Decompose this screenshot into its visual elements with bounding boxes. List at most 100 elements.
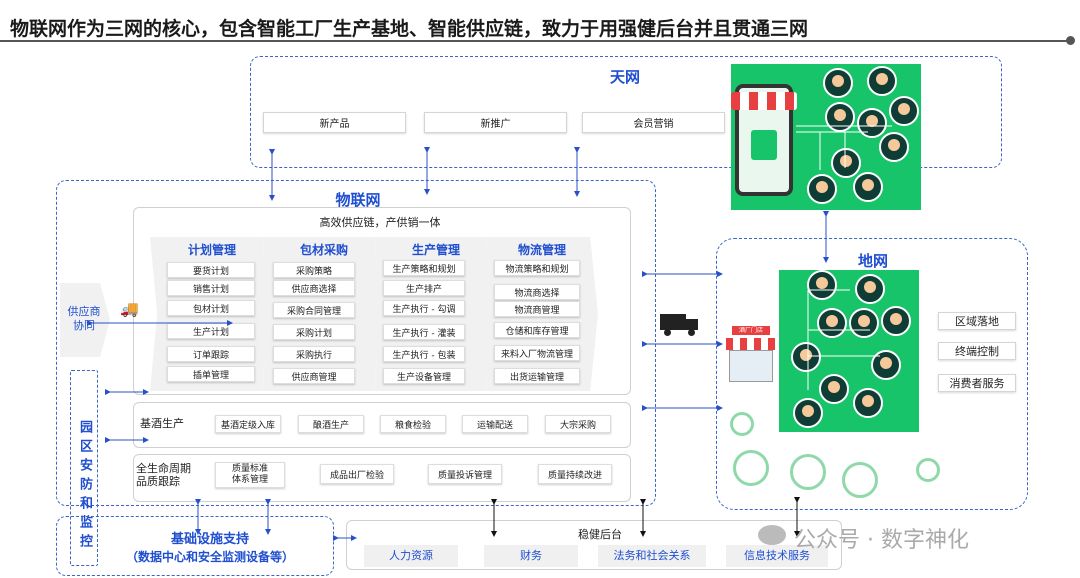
truck-wheel bbox=[664, 329, 671, 336]
person-icon bbox=[819, 374, 849, 404]
backend-box bbox=[346, 520, 842, 570]
person-icon bbox=[831, 148, 861, 178]
supplier-label: 供应商 协同 bbox=[67, 305, 101, 332]
store-icon: 酒厂门店 bbox=[726, 326, 776, 384]
shop-circle-icon bbox=[733, 450, 769, 486]
person-icon bbox=[853, 388, 883, 418]
backend-item: 信息技术服务 bbox=[726, 545, 828, 567]
column-item: 订单跟踪 bbox=[167, 346, 255, 362]
column-item: 仓储和库存管理 bbox=[494, 322, 580, 338]
infrastructure-line1: 基础设施支持 bbox=[170, 532, 249, 547]
person-icon bbox=[793, 398, 823, 428]
tianwang-zone bbox=[250, 56, 1002, 168]
tianwang-app-illustration bbox=[731, 64, 921, 210]
column-logistics-head: 物流管理 bbox=[517, 243, 566, 257]
shop-awning-icon bbox=[731, 92, 797, 110]
backend-item: 财务 bbox=[484, 545, 578, 567]
column-production-head: 生产管理 bbox=[411, 243, 460, 257]
column-item: 生产策略和规划 bbox=[383, 260, 465, 276]
store-body bbox=[729, 350, 773, 382]
contact-card-icon bbox=[751, 130, 777, 160]
truck-body bbox=[660, 314, 686, 330]
backend-item: 人力资源 bbox=[364, 545, 458, 567]
person-icon bbox=[879, 132, 909, 162]
diwang-item-consumer: 消费者服务 bbox=[938, 374, 1016, 392]
phone-icon bbox=[731, 84, 797, 196]
truck-icon: 🚚 bbox=[120, 300, 139, 318]
column-item: 生产执行 - 灌装 bbox=[383, 324, 465, 340]
column-item: 物流商管理 bbox=[494, 301, 580, 317]
diwang-store-illustration bbox=[779, 270, 919, 432]
column-plan-head: 计划管理 bbox=[187, 243, 236, 257]
column-item: 采购执行 bbox=[273, 346, 355, 362]
column-item: 供应商管理 bbox=[273, 368, 355, 384]
quality-item: 质量持续改进 bbox=[538, 464, 612, 484]
shop-circle-icon bbox=[842, 462, 878, 498]
person-icon bbox=[867, 66, 897, 96]
person-icon bbox=[853, 172, 883, 202]
quality-label: 全生命周期 品质跟踪 bbox=[136, 462, 191, 488]
column-item: 插单管理 bbox=[167, 366, 255, 382]
tianwang-item-member-marketing: 会员营销 bbox=[582, 112, 725, 133]
column-item: 要货计划 bbox=[167, 262, 255, 278]
column-item: 采购合同管理 bbox=[273, 302, 355, 318]
person-icon bbox=[791, 342, 821, 372]
diwang-item-region: 区域落地 bbox=[938, 312, 1016, 330]
title-underline bbox=[0, 40, 1072, 42]
column-item: 来料入厂物流管理 bbox=[494, 345, 580, 361]
page-title: 物联网作为三网的核心，包含智能工厂生产基地、智能供应链，致力于用强健后台并且贯通… bbox=[10, 18, 809, 40]
person-icon bbox=[889, 96, 919, 126]
watermark-text: 公众号 · 数字神化 bbox=[794, 528, 969, 553]
diwang-title: 地网 bbox=[857, 252, 888, 270]
person-icon bbox=[855, 274, 885, 304]
person-icon bbox=[817, 308, 847, 338]
column-item: 物流策略和规划 bbox=[494, 260, 580, 276]
column-item: 销售计划 bbox=[167, 280, 255, 296]
quality-item: 质量投诉管理 bbox=[428, 464, 502, 484]
backend-item: 法务和社会关系 bbox=[598, 545, 706, 567]
backend-title: 稳健后台 bbox=[578, 528, 622, 541]
base-wine-item: 运输配送 bbox=[462, 415, 528, 433]
shop-circle-icon bbox=[790, 454, 826, 490]
person-icon bbox=[807, 174, 837, 204]
truck-cab bbox=[686, 319, 698, 330]
base-wine-item: 基酒定级入库 bbox=[215, 415, 281, 433]
person-icon bbox=[823, 68, 853, 98]
column-item: 采购策略 bbox=[273, 262, 355, 278]
column-item: 供应商选择 bbox=[273, 280, 355, 296]
base-wine-label: 基酒生产 bbox=[140, 417, 184, 430]
store-awning bbox=[726, 338, 776, 350]
column-purchase-head: 包材采购 bbox=[299, 243, 348, 257]
column-item: 生产排产 bbox=[383, 280, 465, 296]
infrastructure-line2: （数据中心和安全监测设备等） bbox=[125, 550, 294, 564]
base-wine-item: 大宗采购 bbox=[545, 415, 611, 433]
column-item: 生产执行 - 勾调 bbox=[383, 300, 465, 316]
person-icon bbox=[825, 102, 855, 132]
person-icon bbox=[857, 108, 887, 138]
delivery-truck-icon bbox=[660, 314, 700, 336]
base-wine-item: 酿酒生产 bbox=[298, 415, 364, 433]
column-item: 出货运输管理 bbox=[494, 368, 580, 384]
diwang-item-terminal: 终端控制 bbox=[938, 342, 1016, 360]
person-icon bbox=[849, 308, 879, 338]
column-item: 包材计划 bbox=[167, 300, 255, 316]
shop-circle-icon bbox=[916, 458, 940, 482]
shop-circle-icon bbox=[730, 412, 754, 436]
tianwang-item-new-promotion: 新推广 bbox=[424, 112, 567, 133]
wulianwang-title: 物联网 bbox=[335, 191, 381, 209]
person-icon bbox=[871, 350, 901, 380]
column-item: 物流商选择 bbox=[494, 284, 580, 300]
title-underline-dot bbox=[1066, 36, 1075, 45]
tianwang-title: 天网 bbox=[609, 68, 640, 86]
tianwang-item-new-product: 新产品 bbox=[263, 112, 406, 133]
person-icon bbox=[881, 306, 911, 336]
quality-item: 质量标准 体系管理 bbox=[215, 462, 285, 488]
supply-chain-label: 高效供应链，产供销一体 bbox=[319, 216, 441, 229]
column-item: 生产执行 - 包装 bbox=[383, 346, 465, 362]
truck-wheel bbox=[688, 329, 695, 336]
diwang-zone bbox=[716, 238, 1028, 510]
column-item: 生产设备管理 bbox=[383, 368, 465, 384]
quality-item: 成品出厂检验 bbox=[320, 464, 394, 484]
wechat-icon bbox=[758, 525, 786, 545]
